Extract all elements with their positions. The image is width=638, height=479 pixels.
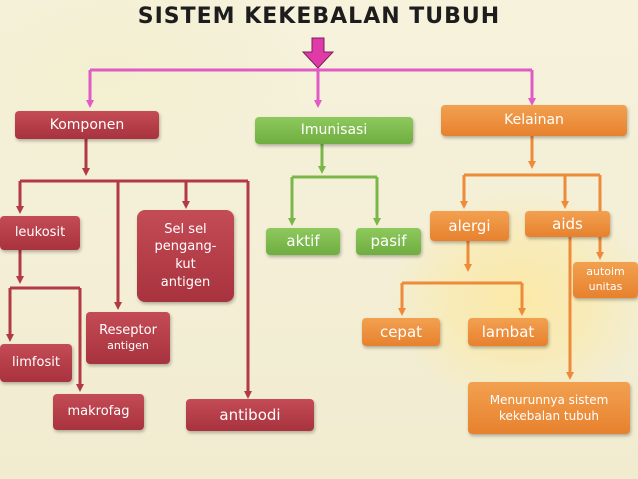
node-komponen: Komponen — [15, 111, 159, 139]
node-imunisasi-label: Imunisasi — [300, 122, 368, 139]
node-menurunnya-line-2: kekebalan tubuh — [498, 409, 600, 423]
title-arrow — [301, 37, 335, 69]
node-aktif-label: aktif — [286, 232, 320, 251]
node-aktif: aktif — [266, 228, 340, 255]
node-cepat: cepat — [362, 318, 440, 346]
node-alergi-label: alergi — [448, 216, 491, 235]
diagram-title: SISTEM KEKEBALAN TUBUH — [137, 4, 501, 29]
node-aids: aids — [525, 211, 610, 237]
node-lambat: lambat — [468, 318, 548, 346]
node-sel-sel-pengangkut-antigen: Sel sel pengang- kut antigen — [137, 210, 234, 302]
node-limfosit: limfosit — [0, 344, 72, 382]
node-reseptor-antigen: Reseptor antigen — [86, 312, 170, 364]
node-alergi: alergi — [430, 211, 509, 241]
node-pasif-label: pasif — [370, 232, 407, 251]
node-autoimunitas: autoim unitas — [573, 262, 638, 298]
node-makrofag: makrofag — [53, 394, 144, 430]
imunisasi-connectors — [288, 144, 381, 226]
node-antibodi-label: antibodi — [219, 405, 281, 424]
kelainan-connectors — [398, 136, 604, 380]
node-makrofag-label: makrofag — [67, 404, 130, 420]
node-leukosit-label: leukosit — [14, 225, 66, 241]
node-reseptor-antigen-line-2: antigen — [107, 339, 149, 353]
node-reseptor-antigen-line-1: Reseptor — [99, 322, 157, 338]
node-pasif: pasif — [356, 228, 421, 255]
node-menurunnya-sistem-kekebalan-tubuh: Menurunnya sistem kekebalan tubuh — [468, 382, 630, 434]
node-cepat-label: cepat — [379, 322, 423, 341]
node-lambat-label: lambat — [481, 322, 535, 341]
node-aids-label: aids — [552, 214, 583, 233]
node-kelainan-label: Kelainan — [504, 112, 564, 129]
node-kelainan: Kelainan — [441, 105, 627, 136]
node-sel-sel-pengangkut-antigen-line-2: pengang- — [154, 239, 217, 255]
komponen-connectors — [6, 139, 252, 399]
node-sel-sel-pengangkut-antigen-line-4: antigen — [160, 274, 211, 290]
node-komponen-label: Komponen — [49, 116, 125, 133]
node-leukosit: leukosit — [0, 216, 80, 250]
top-connector — [86, 68, 536, 108]
node-sel-sel-pengangkut-antigen-line-1: Sel sel — [164, 221, 207, 237]
node-limfosit-label: limfosit — [12, 355, 60, 371]
node-antibodi: antibodi — [186, 399, 314, 431]
node-sel-sel-pengangkut-antigen-line-3: kut — [175, 257, 196, 272]
node-autoimunitas-line-1: autoim — [586, 265, 625, 279]
node-menurunnya-line-1: Menurunnya sistem — [489, 392, 609, 407]
node-imunisasi: Imunisasi — [255, 117, 413, 144]
node-autoimunitas-line-2: unitas — [588, 280, 623, 293]
